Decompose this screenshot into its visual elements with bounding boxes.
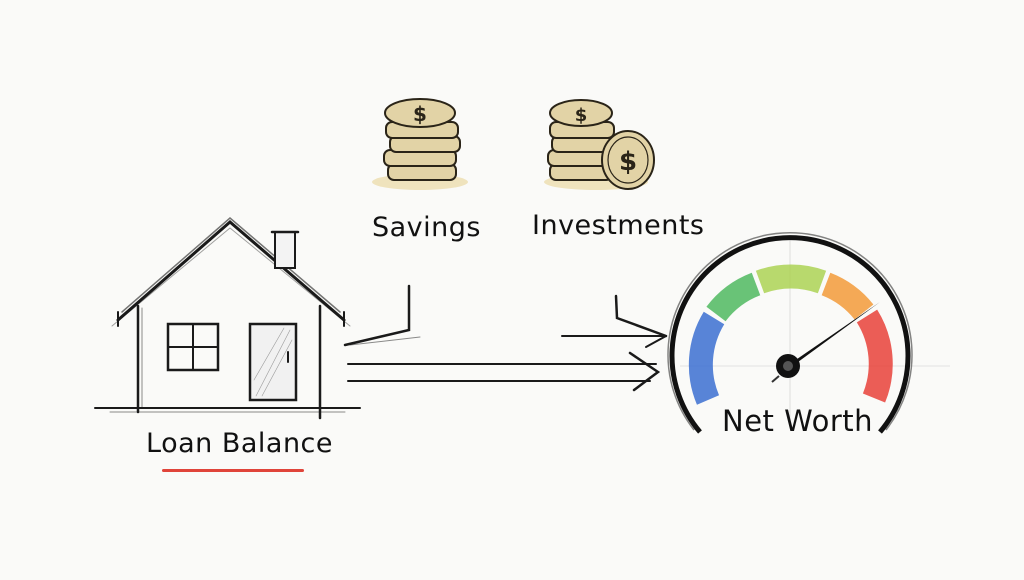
coin-stack-icon: $ xyxy=(372,98,468,190)
gauge-icon xyxy=(667,231,950,434)
svg-text:$: $ xyxy=(575,105,588,126)
arrows xyxy=(343,284,668,392)
svg-text:$: $ xyxy=(619,147,637,177)
house-icon xyxy=(94,217,361,420)
svg-text:$: $ xyxy=(413,102,427,126)
arrow-savings-to-house xyxy=(343,284,411,347)
arrow-investments-to-gauge xyxy=(614,294,668,338)
investments-label: Investments xyxy=(532,210,705,241)
loan-balance-underline xyxy=(162,469,304,472)
net-worth-label: Net Worth xyxy=(722,404,874,438)
savings-label: Savings xyxy=(372,212,481,243)
loan-balance-label: Loan Balance xyxy=(146,428,334,459)
coin-stack-with-dollar-coin-icon: $ $ xyxy=(544,99,655,190)
